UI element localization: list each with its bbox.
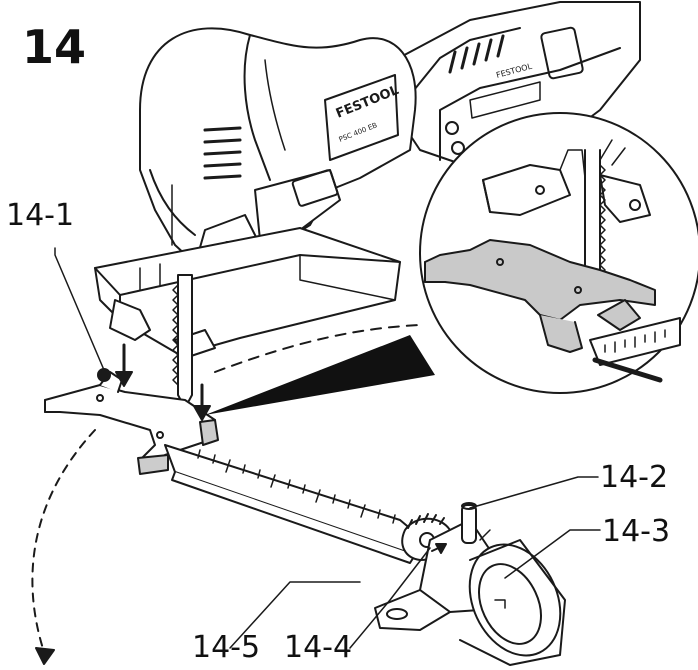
locating-pin-14-1 xyxy=(97,368,111,382)
callout-leaders xyxy=(54,247,601,649)
insert-arrows xyxy=(115,343,447,554)
detail-connector-arc xyxy=(214,324,421,373)
pivot-pin-14-2 xyxy=(461,504,477,544)
jigsaw-base-plate xyxy=(94,227,401,359)
detail-magnified-view xyxy=(419,112,698,394)
callout-14-5: 14-5 xyxy=(192,630,261,665)
callout-14-3: 14-3 xyxy=(602,514,671,549)
callout-14-1: 14-1 xyxy=(6,198,75,233)
callout-14-4: 14-4 xyxy=(284,630,353,665)
detail-projection-wedge xyxy=(205,335,435,415)
callout-14-2: 14-2 xyxy=(600,460,669,495)
circle-cutter-rail xyxy=(44,368,566,666)
swing-arc-dashed xyxy=(31,429,96,656)
figure-number: 14 xyxy=(22,20,87,74)
